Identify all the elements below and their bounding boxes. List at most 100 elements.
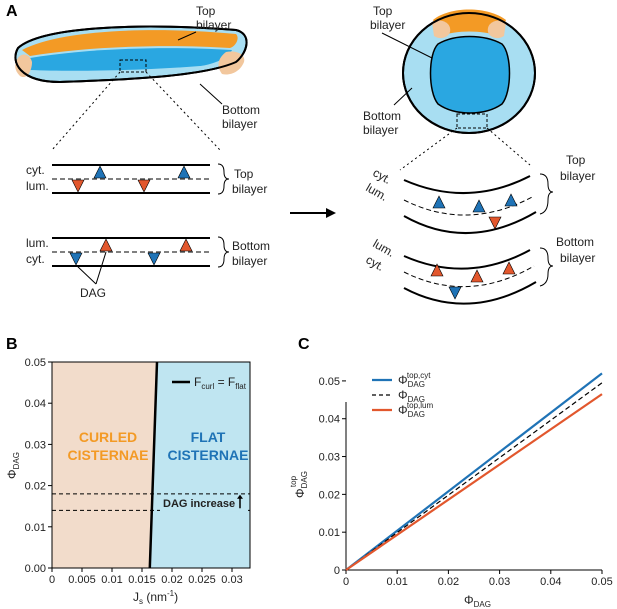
x-tick-label: 0.01 — [386, 576, 407, 588]
y-tick-label: 0.02 — [319, 489, 340, 501]
dag-triangle — [432, 195, 446, 209]
y-tick-label: 0.01 — [25, 522, 46, 534]
x-tick-label: 0.015 — [128, 574, 156, 586]
flat-label-2: CISTERNAE — [168, 447, 249, 463]
legend-label: Fcurl = Fflat — [194, 375, 247, 391]
boundary-line — [148, 361, 159, 569]
panel-a-letter: A — [6, 3, 18, 20]
label-cyt-bottom: cyt. — [26, 252, 45, 266]
arrow-head-icon — [326, 208, 336, 218]
y-tick-label: 0.05 — [319, 376, 340, 388]
label-bilayer-curl-top: bilayer — [370, 18, 405, 32]
y-tick-label: 0.03 — [319, 452, 340, 464]
top-leader — [177, 31, 197, 41]
dag-increase-bg — [160, 497, 248, 512]
x-tick-label: 0 — [343, 576, 349, 588]
dag-triangle — [504, 193, 518, 207]
label-bottom-flat: Bottom — [232, 239, 270, 253]
y-tick-label: 0 — [334, 565, 340, 577]
dag-triangle — [177, 165, 191, 179]
x-tick-label: 0.025 — [188, 574, 216, 586]
dag-triangle — [71, 179, 85, 193]
panel-c-letter: C — [298, 336, 310, 353]
dag-triangle — [472, 199, 486, 213]
series-line-2 — [345, 393, 603, 571]
bottom-leader — [199, 83, 223, 105]
dag-increase-label: DAG increase — [163, 498, 235, 510]
x-tick-label: 0.03 — [221, 574, 242, 586]
label-top-curl: Top — [373, 4, 393, 18]
label-top-bilayer: bilayer — [196, 18, 231, 32]
label-lum-bottom: lum. — [26, 236, 49, 250]
curled-label-1: CURLED — [79, 429, 137, 445]
label-bottom-curved: Bottom — [556, 235, 594, 249]
legend-label-2: ΦDAGtop,lum — [398, 401, 433, 419]
dag-triangle — [179, 238, 193, 252]
curved-bottom-bilayer — [403, 247, 554, 305]
label-bilayer-flat-bottom: bilayer — [232, 254, 267, 268]
x-tick-label: 0.04 — [540, 576, 561, 588]
flat-cisterna — [14, 25, 248, 84]
dag-triangle — [137, 179, 151, 193]
label-bottom: Bottom — [222, 103, 260, 117]
y-tick-label: 0.04 — [25, 398, 46, 410]
curled-cisterna — [402, 9, 536, 134]
curled-label-2: CISTERNAE — [68, 447, 149, 463]
series-line-1 — [345, 382, 603, 571]
label-cyt-top: cyt. — [26, 163, 45, 177]
y-tick-label: 0.04 — [319, 414, 340, 426]
plot-frame — [51, 361, 251, 569]
label-top-curved: Top — [566, 153, 586, 167]
dag-triangle — [448, 286, 462, 300]
label-bottom-curl: Bottom — [363, 109, 401, 123]
flat-label-1: FLAT — [191, 429, 226, 445]
y-tick-label: 0.00 — [25, 563, 46, 575]
x-tick-label: 0.005 — [68, 574, 96, 586]
y-tick-label: 0.03 — [25, 439, 46, 451]
legend-label-0: ΦDAGtop,cyt — [398, 371, 431, 389]
label-lum-top: lum. — [26, 179, 49, 193]
zoom-box — [119, 59, 147, 73]
label-top-flat: Top — [234, 167, 254, 181]
label-top: Top — [196, 4, 216, 18]
x-tick-label: 0.03 — [489, 576, 510, 588]
curved-top-bilayer — [403, 173, 554, 235]
series-line-0 — [345, 372, 603, 571]
curled-region — [52, 362, 157, 568]
flat-top-bilayer — [52, 163, 230, 195]
dag-triangle — [99, 238, 113, 252]
dag-increase-arrow-head-icon — [237, 494, 243, 499]
label-bottom-bilayer: bilayer — [222, 117, 257, 131]
label-bilayer-flat-top: bilayer — [232, 182, 267, 196]
panel-b-letter: B — [6, 336, 18, 353]
flat-region — [149, 362, 250, 568]
dag-triangle — [93, 165, 107, 179]
x-axis-label: ΦDAG — [464, 593, 491, 609]
x-tick-label: 0.02 — [438, 576, 459, 588]
y-axis-label: ΦDAGtop — [289, 471, 309, 498]
legend-label-1: ΦDAG — [398, 388, 425, 404]
x-axis-label: Js (nm-1) — [133, 589, 178, 606]
label-bilayer-curved-bottom: bilayer — [560, 251, 595, 265]
x-tick-label: 0 — [49, 574, 55, 586]
label-bilayer-curl-bottom: bilayer — [363, 123, 398, 137]
flat-bottom-bilayer — [52, 236, 230, 285]
x-tick-label: 0.01 — [101, 574, 122, 586]
x-tick-label: 0.02 — [161, 574, 182, 586]
y-tick-label: 0.05 — [25, 357, 46, 369]
top-bilayer-orange — [22, 30, 238, 56]
label-bilayer-curved-top: bilayer — [560, 169, 595, 183]
phase-diagram: 0 0.005 0.01 0.015 0.02 0.025 0.03 0.00 0.01 0.02… — [5, 357, 251, 606]
dag-triangle — [470, 269, 484, 283]
left-rim — [15, 54, 32, 78]
dag-triangle — [430, 263, 444, 277]
dag-triangle — [488, 216, 502, 230]
y-tick-label: 0.02 — [25, 481, 46, 493]
lumen-blue — [30, 48, 232, 71]
y-tick-label: 0.01 — [319, 527, 340, 539]
label-dag: DAG — [80, 286, 106, 300]
y-axis-label: ΦDAG — [5, 452, 21, 479]
dag-triangle — [147, 252, 161, 266]
